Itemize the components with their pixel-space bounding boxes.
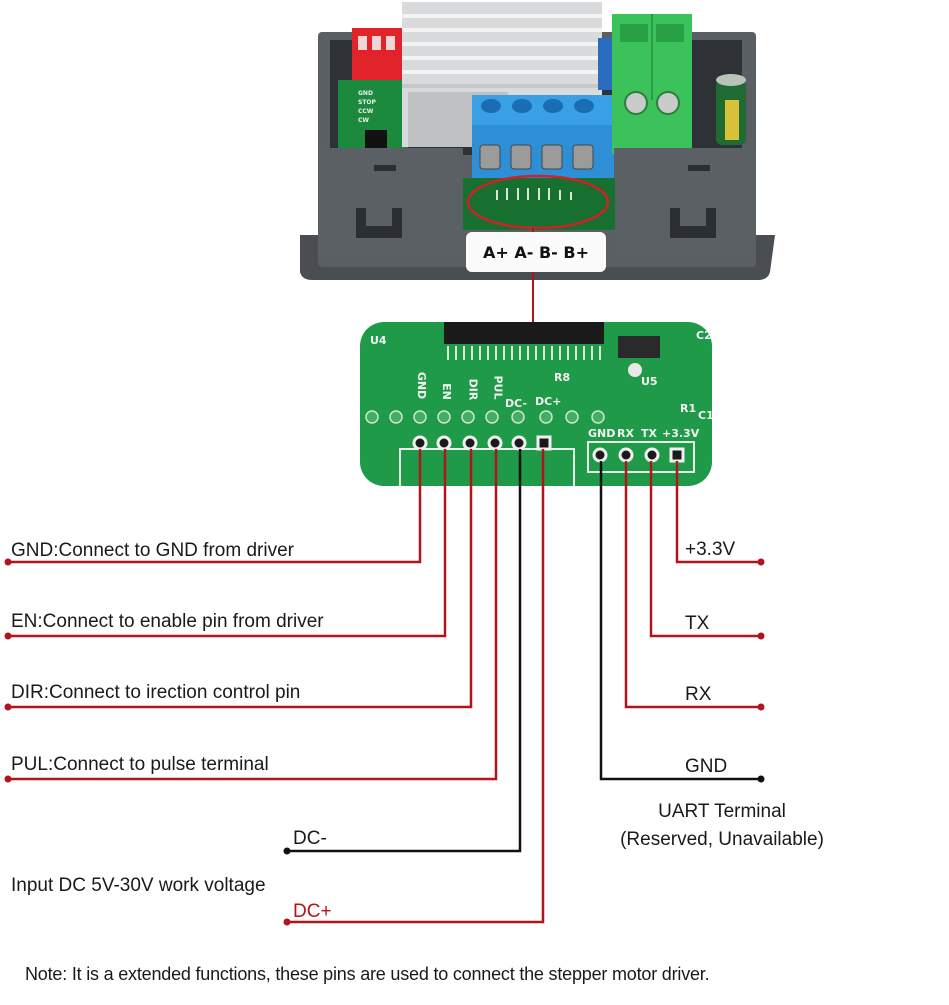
pcb-text-ccw: CCW [358, 108, 374, 115]
label-pul-connection: PUL:Connect to pulse terminal [11, 754, 269, 775]
power-terminal-block [612, 14, 692, 154]
wire-uart-rx [624, 461, 761, 709]
wires [4, 449, 765, 926]
endpoint-dir [4, 703, 12, 711]
label-gnd-connection: GND:Connect to GND from driver [11, 540, 294, 561]
wire-en [8, 449, 447, 638]
label-en-connection: EN:Connect to enable pin from driver [11, 611, 324, 632]
label-dir-connection: DIR:Connect to irection control pin [11, 682, 301, 703]
pcb-text-gnd: GND [358, 90, 373, 97]
wire-pul [8, 449, 498, 781]
label-dc-minus: DC- [293, 828, 327, 849]
silk-pin-dir: DIR [466, 378, 480, 401]
endpoint-uart-gnd [757, 775, 765, 783]
dip-toggle-1 [358, 36, 367, 50]
endpoint-gnd [4, 558, 12, 566]
label-uart-gnd: GND [685, 756, 728, 777]
highlight-circle [466, 174, 610, 230]
header-outline-uart [587, 441, 695, 473]
controller-module: GND STOP CCW CW [300, 2, 775, 280]
wire-dc-minus [287, 449, 522, 853]
silk-c2: C2 [696, 329, 712, 342]
silk-c1: C1 [698, 409, 714, 422]
endpoint-dc-plus [283, 918, 291, 926]
silk-r8: R8 [554, 371, 571, 384]
ic-chip [365, 130, 387, 150]
silk-uart-gnd: GND [588, 427, 616, 440]
dip-toggle-2 [372, 36, 381, 50]
enclosure-front-left [318, 148, 463, 258]
silk-pin-dc-plus: DC+ [535, 395, 562, 408]
header-outline-left [399, 448, 575, 486]
motor-terminal-label: A+ A- B- B+ [466, 232, 606, 272]
capacitor [716, 74, 746, 145]
enclosure-front-right [614, 148, 756, 258]
silk-pin-gnd: GND [415, 371, 429, 400]
label-uart-3v3: +3.3V [685, 539, 736, 560]
endpoint-dc-minus [283, 847, 291, 855]
pcb-text-cw: CW [358, 117, 369, 124]
endpoint-uart-3v3 [757, 558, 765, 566]
wire-uart-3v3 [675, 461, 761, 564]
via-row [365, 410, 605, 424]
footer-note: Note: It is a extended functions, these … [25, 964, 710, 984]
label-dc-plus: DC+ [293, 901, 332, 922]
uart-terminal-subtitle: (Reserved, Unavailable) [620, 829, 824, 850]
silk-u5: U5 [641, 375, 658, 388]
endpoint-pul [4, 775, 12, 783]
pcb-text-stop: STOP [358, 99, 377, 106]
silk-uart-rx: RX [617, 427, 634, 440]
uart-pin-pads [592, 447, 685, 463]
wire-dc-plus [287, 449, 545, 924]
uart-terminal-title: UART Terminal [658, 801, 786, 822]
regulator-u5 [618, 336, 660, 358]
wire-gnd [8, 449, 422, 564]
dip-toggle-3 [386, 36, 395, 50]
wire-dir [8, 449, 473, 709]
motor-terminal-block [472, 95, 614, 180]
smd-ic [444, 322, 604, 344]
label-input-voltage: Input DC 5V-30V work voltage [11, 875, 266, 896]
endpoint-en [4, 632, 12, 640]
silk-uart-tx: TX [641, 427, 657, 440]
label-uart-rx: RX [685, 684, 712, 705]
wire-uart-gnd [599, 461, 761, 781]
silk-pin-dc-minus: DC- [505, 397, 528, 410]
ic-pins [447, 346, 601, 360]
silk-u4: U4 [370, 334, 387, 347]
silk-pin-en: EN [439, 383, 453, 400]
silk-pin-pul: PUL [491, 375, 505, 400]
label-uart-tx: TX [685, 613, 710, 634]
silk-uart-3v3: +3.3V [662, 427, 700, 440]
dip-switch [352, 28, 402, 80]
silk-r1: R1 [680, 402, 697, 415]
endpoint-uart-tx [757, 632, 765, 640]
wire-uart-tx [649, 461, 761, 638]
driver-board [360, 322, 712, 486]
endpoint-uart-rx [757, 703, 765, 711]
